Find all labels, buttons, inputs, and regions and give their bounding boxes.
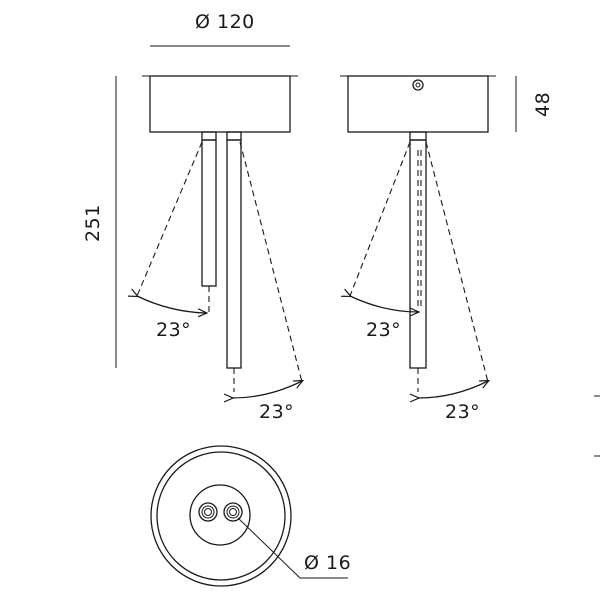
spot-diameter-leader — [237, 517, 301, 579]
side-arm-tilt-line-right — [425, 141, 489, 383]
spot-right-outer — [223, 502, 243, 522]
side-arm-tilt-line-left — [349, 141, 411, 297]
spot-left-lens — [204, 508, 212, 516]
canopy-diameter-label: Ø 120 — [195, 11, 255, 33]
front-view: Ø 120 251 23° 23° — [82, 11, 302, 423]
side-canopy-screw-inner — [415, 82, 421, 88]
front-long-arm — [226, 139, 242, 369]
spot-right-lens — [229, 508, 237, 516]
front-joint-short — [201, 131, 217, 141]
side-view: 48 23° 23° — [340, 75, 554, 423]
top-mount-plate — [189, 484, 251, 546]
spot-diameter-label: Ø 16 — [304, 552, 351, 574]
side-arm-angle-arc-top — [350, 296, 418, 312]
front-short-arm-angle: 23° — [156, 319, 191, 341]
side-arm-angle-top: 23° — [366, 319, 401, 341]
top-canopy-inner-circle — [156, 451, 286, 581]
front-long-arm-angle: 23° — [259, 401, 294, 423]
spot-right-ring — [226, 505, 240, 519]
side-joint — [409, 131, 427, 141]
front-short-arm-angle-arc — [137, 296, 206, 313]
top-canopy-outer-circle — [150, 445, 292, 587]
side-arm-angle-bottom: 23° — [445, 401, 480, 423]
front-canopy — [149, 75, 291, 133]
side-canopy — [347, 75, 489, 133]
front-short-arm-tilt-line — [136, 141, 203, 297]
canopy-height-label: 48 — [532, 92, 554, 117]
side-arm-angle-arc-bottom — [418, 381, 488, 398]
front-joint-long — [226, 131, 242, 141]
front-short-arm — [201, 139, 217, 287]
spot-left-ring — [201, 505, 215, 519]
front-long-arm-angle-arc — [232, 381, 302, 398]
front-long-arm-tilt-line — [239, 141, 303, 383]
total-height-label: 251 — [82, 204, 104, 242]
top-view: Ø 16 — [150, 445, 351, 587]
spot-left-outer — [198, 502, 218, 522]
side-canopy-screw-outer — [412, 79, 424, 91]
